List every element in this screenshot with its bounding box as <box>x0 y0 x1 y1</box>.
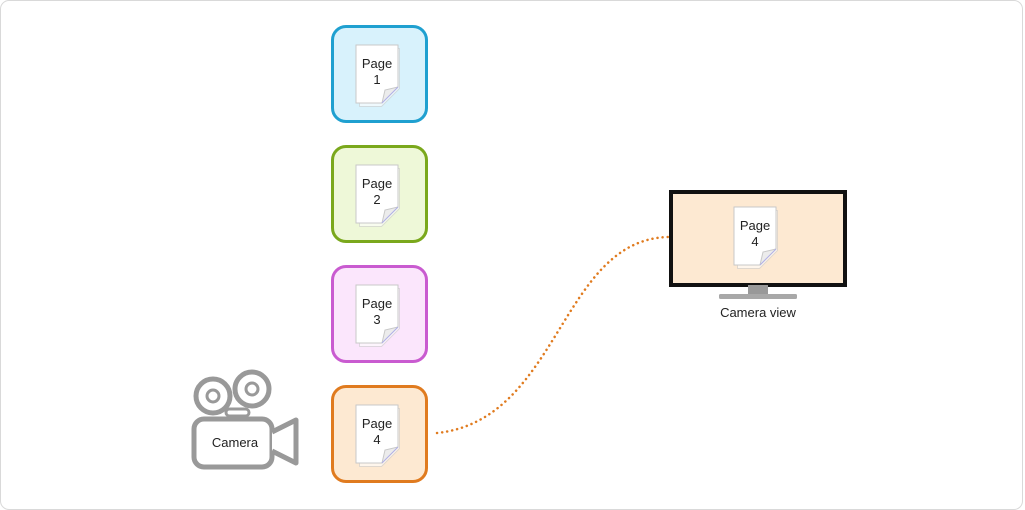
document-icon: Page 3 <box>355 284 401 347</box>
page-box-4[interactable]: Page 4 <box>331 385 428 483</box>
page-word: Page <box>361 296 393 311</box>
page-number: 1 <box>373 72 381 87</box>
page-box-1[interactable]: Page 1 <box>331 25 428 123</box>
page-box-3[interactable]: Page 3 <box>331 265 428 363</box>
document-icon: Page 4 <box>355 404 401 467</box>
page-word: Page <box>361 416 393 431</box>
connector-line <box>435 235 670 435</box>
page-number: 2 <box>373 192 381 207</box>
document-icon: Page 2 <box>355 164 401 227</box>
page-word: Page <box>739 218 771 233</box>
page-word: Page <box>361 56 393 71</box>
page-number: 3 <box>373 312 381 327</box>
page-number: 4 <box>373 432 381 447</box>
page-number: 4 <box>751 234 759 249</box>
monitor-caption: Camera view <box>720 305 796 320</box>
page-word: Page <box>361 176 393 191</box>
page-box-2[interactable]: Page 2 <box>331 145 428 243</box>
camera-label: Camera <box>211 435 259 450</box>
monitor-document-icon: Page 4 <box>733 206 779 269</box>
camera-icon <box>191 369 299 470</box>
document-icon: Page 1 <box>355 44 401 107</box>
